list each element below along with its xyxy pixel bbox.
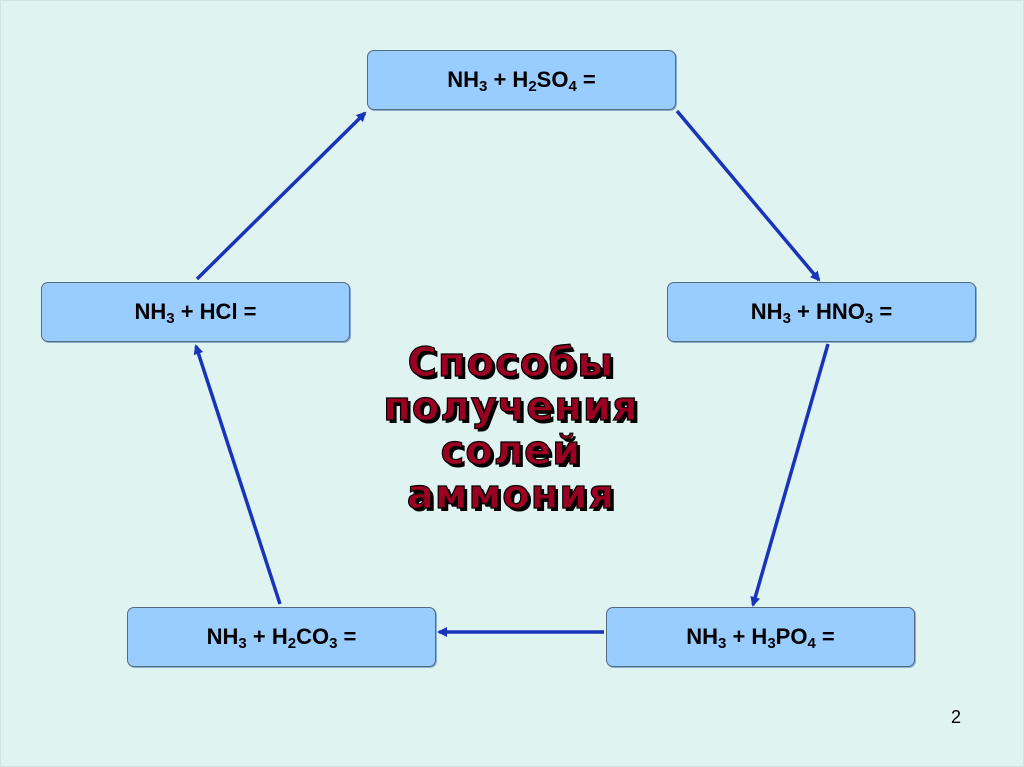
reaction-box-hno3: NH3 + HNO3 = xyxy=(667,282,976,342)
reaction-box-h2co3: NH3 + H2CO3 = xyxy=(127,607,436,667)
reaction-text: NH3 + H2CO3 = xyxy=(206,624,357,652)
slide-number: 2 xyxy=(951,707,962,727)
title-line: аммония xyxy=(406,472,616,518)
arrow-hcl-to-h2so4 xyxy=(195,111,367,281)
reaction-box-h2so4: NH3 + H2SO4 = xyxy=(367,50,676,110)
slide-title: Способы получения солей аммония xyxy=(301,340,721,518)
reaction-box-hcl: NH3 + HCl = xyxy=(41,282,350,342)
title-line: солей xyxy=(440,428,582,474)
reaction-text: NH3 + H3PO4 = xyxy=(686,624,835,652)
title-line: Способы xyxy=(407,340,615,386)
reaction-text: NH3 + HNO3 = xyxy=(750,299,893,327)
reaction-text: NH3 + H2SO4 = xyxy=(447,67,596,95)
arrow-h2co3-to-hcl xyxy=(193,344,282,605)
title-line: получения xyxy=(383,384,639,430)
arrow-hno3-to-h3po4 xyxy=(750,343,830,607)
reaction-box-h3po4: NH3 + H3PO4 = xyxy=(606,607,915,667)
reaction-text: NH3 + HCl = xyxy=(134,299,257,327)
arrow-h2so4-to-hno3 xyxy=(675,109,821,282)
